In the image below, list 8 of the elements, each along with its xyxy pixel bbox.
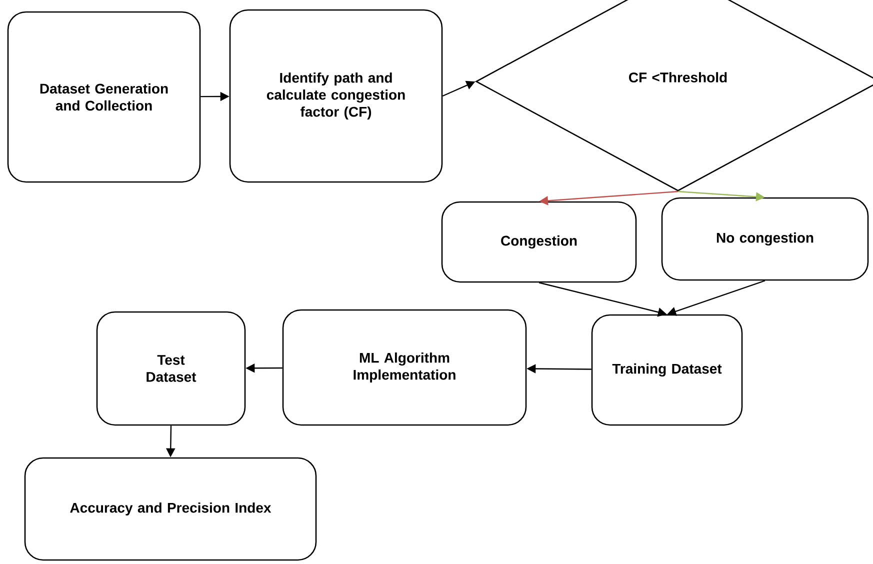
- process-box: Congestion: [441, 201, 637, 283]
- process-box: Dataset Generation and Collection: [7, 11, 201, 183]
- process-box: Accuracy and Precision Index: [24, 457, 317, 561]
- process-box: ML Algorithm Implementation: [282, 309, 527, 426]
- process-box: Identify path and calculate congestion factor (CF): [229, 9, 443, 183]
- process-box: Training Dataset: [591, 314, 743, 426]
- process-box: Test Dataset: [96, 311, 246, 426]
- process-box: No congestion: [661, 197, 869, 281]
